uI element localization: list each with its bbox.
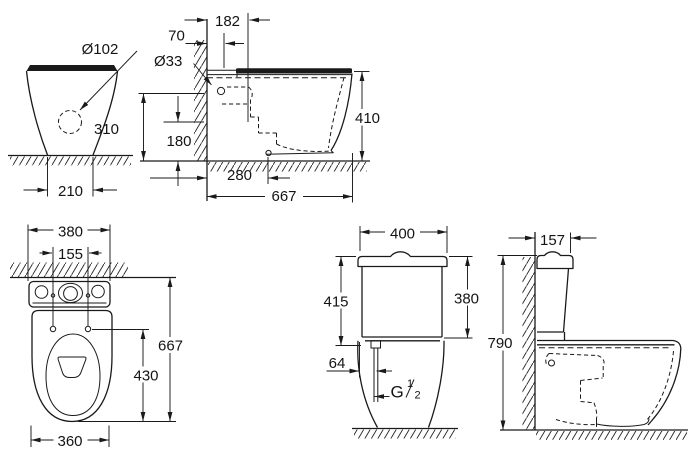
rim-dashed <box>597 355 605 367</box>
base-dashed <box>555 419 597 426</box>
bowl-inner-dashed <box>328 77 345 149</box>
supply-pipe <box>373 348 379 402</box>
label-mask <box>53 432 88 448</box>
thread-letter: G <box>391 383 404 402</box>
spigot-dashed-circle <box>58 110 82 134</box>
rim-dashed <box>548 353 598 356</box>
dim-supply-offset: 64 <box>329 355 346 372</box>
fixing-hole <box>84 325 92 333</box>
floor-hatch <box>10 156 131 166</box>
thread-numerator: 1 <box>407 378 413 390</box>
floor-hatch <box>536 431 687 440</box>
trapway-dashed <box>593 402 598 418</box>
seat-ring <box>45 333 101 417</box>
wall-hatch <box>194 40 207 161</box>
cistern-body <box>537 268 570 341</box>
dim-total-height: 790 <box>487 335 512 352</box>
thread-denominator: 2 <box>415 390 421 402</box>
label-mask <box>129 366 163 383</box>
label-mask <box>265 188 303 204</box>
label-mask <box>385 224 420 240</box>
dim-depth: 667 <box>158 338 183 355</box>
right-button <box>91 284 105 299</box>
flush-button-inner <box>63 286 78 301</box>
trapway-dashed <box>250 99 277 144</box>
label-mask <box>153 337 188 353</box>
wc-front-view: 400 415 380 64 G 1 2 <box>319 224 484 439</box>
trapway-dashed <box>276 143 331 152</box>
rim-dashed <box>248 86 253 100</box>
label-mask <box>53 222 88 238</box>
label-mask <box>319 292 353 309</box>
dim-cistern-height: 415 <box>323 294 348 311</box>
ext-lines-210 <box>47 157 94 197</box>
pan-side-view: 182 70 Ø33 310 180 410 280 667 <box>94 13 384 205</box>
water-area <box>57 356 87 378</box>
bowl-inner-dashed <box>646 350 674 421</box>
bowl-front-profile <box>647 348 682 426</box>
wall-hatch <box>10 262 128 277</box>
base-edge <box>265 150 334 155</box>
dim-inlet-offset: 70 <box>168 28 185 45</box>
cistern-lid <box>536 251 574 270</box>
dim-fixing-from-wall: 280 <box>227 167 252 184</box>
pan-front-view: Ø102 210 <box>8 41 138 200</box>
seat-lid-band <box>236 68 352 74</box>
pan-front-curve <box>330 73 353 151</box>
left-button <box>34 285 49 299</box>
label-mask <box>484 334 520 351</box>
wall-hatch <box>522 257 535 430</box>
ext-lines-380 <box>27 224 111 281</box>
fraction-slash <box>405 379 415 398</box>
supply-fitting <box>370 340 381 349</box>
cistern-body <box>361 266 443 342</box>
dim-spigot-height: 180 <box>166 133 191 150</box>
floor-hatch <box>208 162 367 172</box>
dim-spigot-diameter: Ø102 <box>82 41 119 58</box>
dim-inlet-from-wall: 182 <box>215 13 240 30</box>
dim-inlet-height: 310 <box>94 121 119 138</box>
seat-top <box>537 339 682 349</box>
rim-back-dashed <box>545 353 550 365</box>
dim-pan-depth: 667 <box>271 188 296 205</box>
inlet-hole <box>216 86 226 96</box>
flush-button-outer <box>58 282 83 304</box>
dim-tank-height: 380 <box>454 291 479 308</box>
pan-top-view: 380 155 667 430 360 <box>10 222 188 450</box>
wc-side-view: 157 790 <box>484 232 688 440</box>
lid-back-lines <box>207 69 352 76</box>
seat-edge-band <box>26 65 118 71</box>
label-mask <box>352 109 384 126</box>
dim-width: 380 <box>58 224 83 241</box>
fixing-hole <box>49 325 57 333</box>
dim-cistern-width: 400 <box>390 226 415 243</box>
leader-line <box>193 63 212 86</box>
base-fixing-circle <box>265 149 272 157</box>
dim-cistern-depth: 157 <box>540 232 565 249</box>
pan-left-side <box>25 70 49 156</box>
cistern-lid <box>357 251 448 268</box>
ext-lines-360 <box>30 425 110 447</box>
dim-fixing-to-front: 430 <box>133 368 158 385</box>
cistern-outline <box>28 280 111 308</box>
outlet-dish <box>596 417 650 427</box>
dim-bowl-width: 360 <box>57 433 82 450</box>
bowl-outline <box>31 309 113 423</box>
leader-line <box>79 50 138 111</box>
pedestal-sides <box>357 340 445 428</box>
trapway-dashed <box>580 366 604 404</box>
dim-outlet-spacing: 210 <box>58 183 83 200</box>
pan-right-side <box>92 70 119 156</box>
hidden-fixing-circle <box>548 359 555 367</box>
floor-hatch <box>354 429 456 439</box>
ext-lines-155 <box>52 247 89 326</box>
dim-fixing-centres: 155 <box>58 246 83 263</box>
label-mask <box>449 289 484 306</box>
dim-pan-height: 410 <box>355 110 380 127</box>
dim-inlet-diameter: Ø33 <box>154 53 182 70</box>
